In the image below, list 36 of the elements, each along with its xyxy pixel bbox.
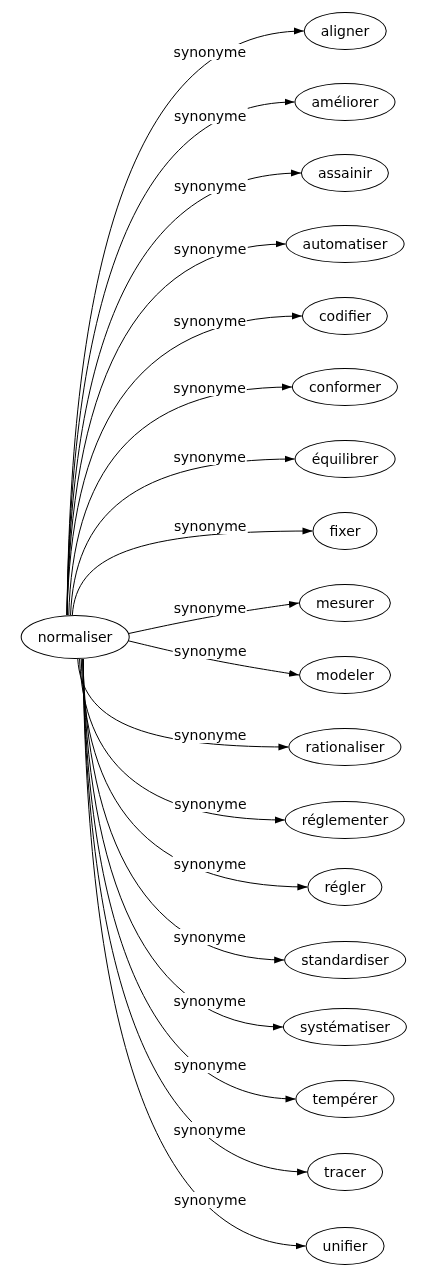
arrow <box>80 658 308 890</box>
edge-label: synonyme <box>172 1057 248 1074</box>
word-ellipse: unifier <box>305 1227 385 1265</box>
word-ellipse: tracer <box>307 1153 383 1191</box>
edge-label: synonyme <box>172 177 248 194</box>
word-ellipse: rationaliser <box>288 728 402 766</box>
edge-label: synonyme <box>172 44 248 61</box>
arrow <box>82 658 285 963</box>
edge-label: synonyme <box>172 108 248 124</box>
word-ellipse: réglementer <box>284 801 406 839</box>
word-ellipse: systématiser <box>282 1008 408 1046</box>
word-ellipse: régler <box>307 868 383 906</box>
word-ellipse: mesurer <box>298 584 392 622</box>
word-ellipse: standardiser <box>284 941 406 979</box>
word-ellipse: conformer <box>291 368 399 406</box>
word-ellipse: tempérer <box>295 1080 395 1118</box>
edge-label: synonyme <box>172 856 248 873</box>
arrow <box>66 313 303 616</box>
word-ellipse: améliorer <box>294 83 396 121</box>
word-ellipse: codifier <box>301 297 389 335</box>
word-ellipse: aligner <box>303 12 387 50</box>
edge-label: synonyme <box>172 1191 248 1208</box>
arrow <box>68 384 293 616</box>
word-ellipse: automatiser <box>285 225 405 263</box>
source-ellipse: normaliser <box>20 615 130 659</box>
edge-label: synonyme <box>172 992 247 1009</box>
word-ellipse: équilibrer <box>294 440 396 478</box>
arrow <box>79 658 286 824</box>
arrow <box>71 527 313 616</box>
word-ellipse: assainir <box>300 154 390 192</box>
arrow <box>70 455 296 616</box>
edge-label: synonyme <box>172 1121 247 1138</box>
word-ellipse: modeler <box>299 656 391 694</box>
arrow <box>66 170 302 616</box>
edge-label: synonyme <box>172 928 247 945</box>
word-ellipse: fixer <box>312 512 378 550</box>
